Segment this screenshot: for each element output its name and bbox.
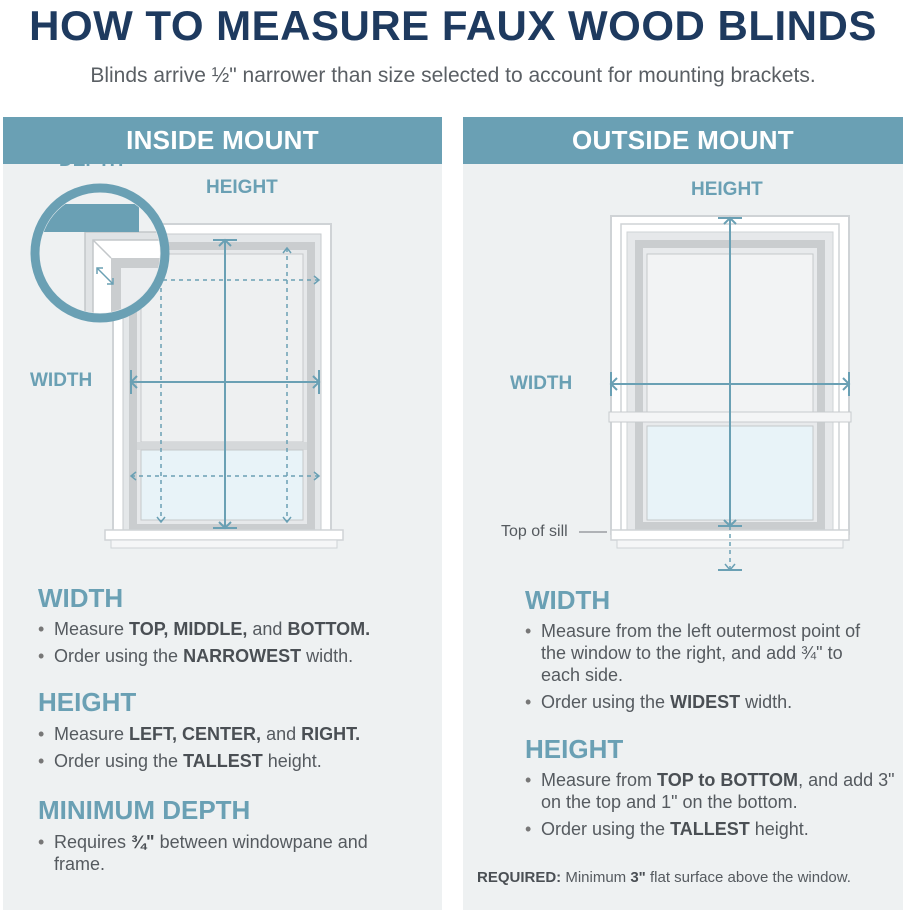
width-bullet-1: Measure from the left outermost point of… <box>525 620 865 686</box>
height-heading: HEIGHT <box>38 687 137 717</box>
height-bullets: Measure LEFT, CENTER, and RIGHT. Order u… <box>38 723 438 777</box>
top-of-sill-label: Top of sill <box>501 523 568 540</box>
lower-pane <box>140 449 304 521</box>
height-label: HEIGHT <box>206 177 278 198</box>
width-label: WIDTH <box>30 370 93 391</box>
height-bullet-1: Measure LEFT, CENTER, and RIGHT. <box>38 723 438 745</box>
depth-label: DEPTH <box>59 150 124 171</box>
inside-mount-diagram <box>30 183 344 549</box>
inside-mount-header: INSIDE MOUNT <box>3 117 442 164</box>
inside-mount-panel: INSIDE MOUNT <box>3 117 442 910</box>
outside-mount-diagram <box>579 215 852 572</box>
outside-mount-header: OUTSIDE MOUNT <box>463 117 903 164</box>
width-bullet-2: Order using the WIDEST width. <box>525 691 865 713</box>
height-bullet-2: Order using the TALLEST height. <box>38 750 438 772</box>
width-heading: WIDTH <box>525 585 611 615</box>
height-heading: HEIGHT <box>525 734 624 764</box>
depth-bullet-1: Requires ¾" between windowpane and frame… <box>38 831 368 875</box>
height-bullet-2: Order using the TALLEST height. <box>525 818 895 840</box>
window-apron <box>110 539 338 549</box>
width-bullet-1: Measure TOP, MIDDLE, and BOTTOM. <box>38 618 438 640</box>
height-bullet-1: Measure from TOP to BOTTOM, and add 3" o… <box>525 769 895 813</box>
width-label: WIDTH <box>510 373 573 394</box>
width-bullet-2: Order using the NARROWEST width. <box>38 645 438 667</box>
width-heading: WIDTH <box>38 583 124 613</box>
page-subtitle: Blinds arrive ½" narrower than size sele… <box>90 64 816 87</box>
height-bullets: Measure from TOP to BOTTOM, and add 3" o… <box>525 769 895 845</box>
required-note: REQUIRED: Minimum 3" flat surface above … <box>477 869 851 886</box>
minimum-depth-heading: MINIMUM DEPTH <box>38 795 251 825</box>
page-title: HOW TO MEASURE FAUX WOOD BLINDS <box>29 2 877 49</box>
depth-bullets: Requires ¾" between windowpane and frame… <box>38 831 368 880</box>
width-bullets: Measure from the left outermost point of… <box>525 620 865 718</box>
width-bullets: Measure TOP, MIDDLE, and BOTTOM. Order u… <box>38 618 438 672</box>
meeting-rail <box>137 442 307 450</box>
window-sill <box>104 529 344 541</box>
height-label: HEIGHT <box>691 179 763 200</box>
outside-mount-panel: OUTSIDE MOUNT HEIGHT WIDTH Top <box>463 117 903 910</box>
upper-pane <box>140 253 304 443</box>
